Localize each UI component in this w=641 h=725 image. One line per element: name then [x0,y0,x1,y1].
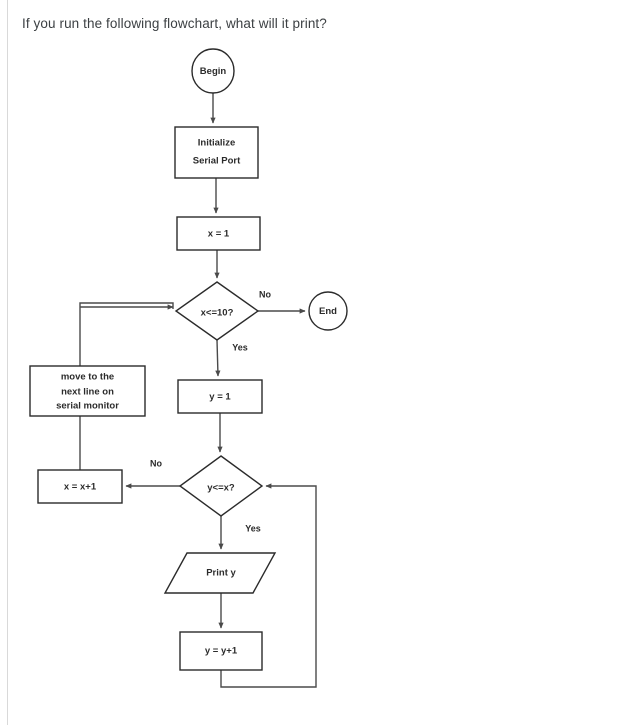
node-y-increment-label: y = y+1 [205,646,238,657]
node-x-init [176,216,261,251]
edge-label-yes-print: Yes [245,523,261,533]
edge-label-no-end: No [259,289,271,299]
node-y-init-label: y = 1 [209,392,231,403]
node-move-next-line [29,365,146,417]
left-border-rule [7,0,8,725]
node-initialize-line2: Serial Port [193,156,241,167]
node-decision-y-le-x-label: y<=x? [207,483,235,494]
edge-xcond-to-yinit [215,339,221,377]
edge-yincr-to-ycond-loop [220,483,317,688]
node-begin-label: Begin [200,66,227,77]
node-decision-x-le-10-label: x<=10? [201,308,234,319]
node-initialize-line1: Initialize [198,138,235,149]
edge-label-no-xincr: No [150,458,162,468]
node-y-increment [179,631,263,671]
node-end [308,291,348,331]
node-decision-y-le-x [178,455,264,517]
node-print-y [163,552,277,594]
node-initialize-serial-port [174,126,259,179]
edge-label-yes-yinit: Yes [232,342,248,352]
node-print-y-label: Print y [206,568,236,579]
node-x-init-label: x = 1 [208,229,230,240]
node-move-next-line-line2: next line on [61,387,114,398]
node-move-next-line-line1: move to the [61,372,114,383]
node-x-increment-label: x = x+1 [64,482,97,493]
node-begin [191,48,235,94]
node-y-init [177,379,263,414]
node-x-increment [37,469,123,504]
node-decision-x-le-10 [174,281,260,341]
question-text: If you run the following flowchart, what… [22,16,327,31]
node-move-next-line-line3: serial monitor [56,401,119,412]
node-end-label: End [319,306,337,317]
